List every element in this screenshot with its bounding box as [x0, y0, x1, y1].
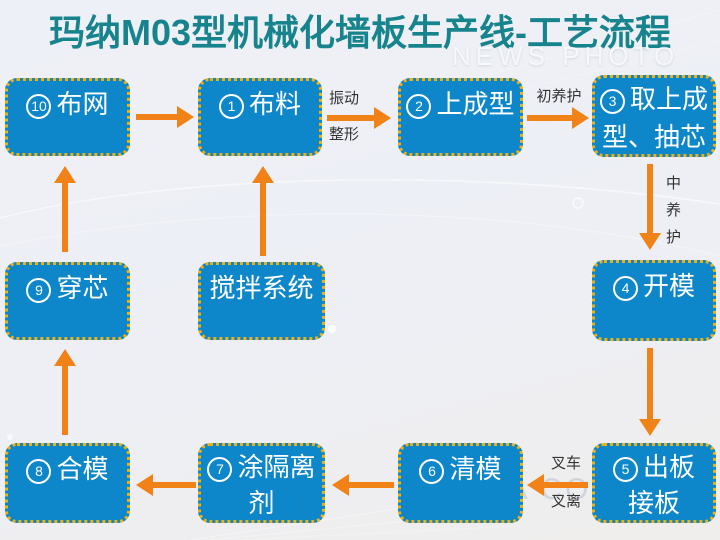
node-label: 布料 — [248, 89, 301, 119]
arrow-step6-to-step7 — [332, 474, 394, 496]
arrow-step10-to-step1 — [136, 106, 194, 128]
step-number-9: 9 — [26, 277, 52, 303]
arrow-step5-to-step6 — [527, 474, 588, 496]
arrow-step4-to-step5 — [639, 348, 661, 436]
node-label: 搅拌系统 — [209, 273, 314, 303]
step-number-8: 8 — [26, 458, 52, 484]
step-number-2: 2 — [406, 93, 432, 119]
node-label: 合模 — [56, 454, 109, 484]
arrow-step9-to-step10 — [54, 166, 76, 252]
arrow-step1-to-step2 — [327, 107, 391, 129]
node-label: 开模 — [642, 271, 695, 301]
arrow-step2-to-step3 — [527, 107, 589, 129]
step-number-1: 1 — [218, 93, 244, 119]
edge-label-middle-curing: 中养护 — [665, 175, 681, 246]
edge-label-shaping: 整形 — [329, 126, 360, 143]
arrow-mixer-to-step1 — [252, 166, 274, 256]
step-number-5: 5 — [612, 456, 638, 482]
edge-label-initial-curing: 初养护 — [536, 88, 582, 105]
arrow-step8-to-step9 — [54, 349, 76, 435]
node-label: 清模 — [449, 454, 502, 484]
node-label: 涂隔离剂 — [237, 452, 316, 518]
node-label: 上成型 — [436, 89, 515, 119]
step-number-10: 10 — [26, 93, 52, 119]
node-label: 取上成型、抽芯 — [601, 84, 708, 152]
edge-label-forklift-1: 叉车 — [551, 455, 582, 472]
step-number-3: 3 — [599, 88, 625, 114]
arrow-step3-to-step4 — [639, 164, 661, 250]
step-number-6: 6 — [419, 458, 445, 484]
arrow-step7-to-step8 — [136, 474, 196, 496]
page-title: 玛纳M03型机械化墙板生产线-工艺流程 — [48, 12, 672, 53]
node-label: 布网 — [56, 89, 109, 119]
edge-label-forklift-2: 叉离 — [551, 493, 582, 510]
node-label: 穿芯 — [56, 273, 109, 303]
step-number-7: 7 — [207, 456, 233, 482]
node-label: 出板 接板 — [627, 452, 695, 518]
edge-label-vibration: 振动 — [329, 90, 360, 107]
step-number-4: 4 — [612, 275, 638, 301]
node-mixing-system: 搅拌系统 — [198, 262, 325, 340]
